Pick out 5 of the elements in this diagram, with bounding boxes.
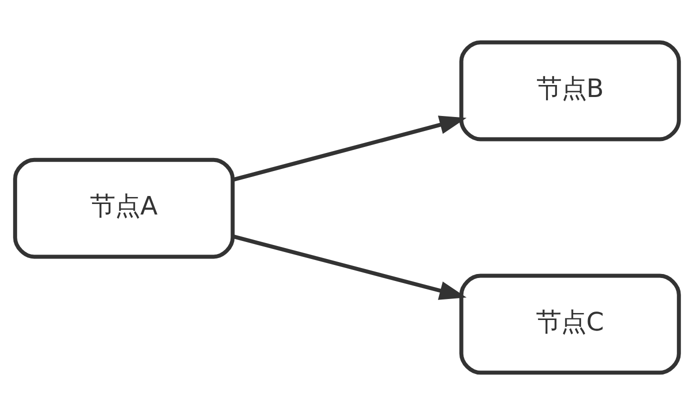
node-box: 节点B [459,40,681,141]
arrow [232,115,467,182]
node-box: 节点A [13,157,235,258]
arrow [232,234,467,300]
node-box: 节点C [459,273,681,374]
